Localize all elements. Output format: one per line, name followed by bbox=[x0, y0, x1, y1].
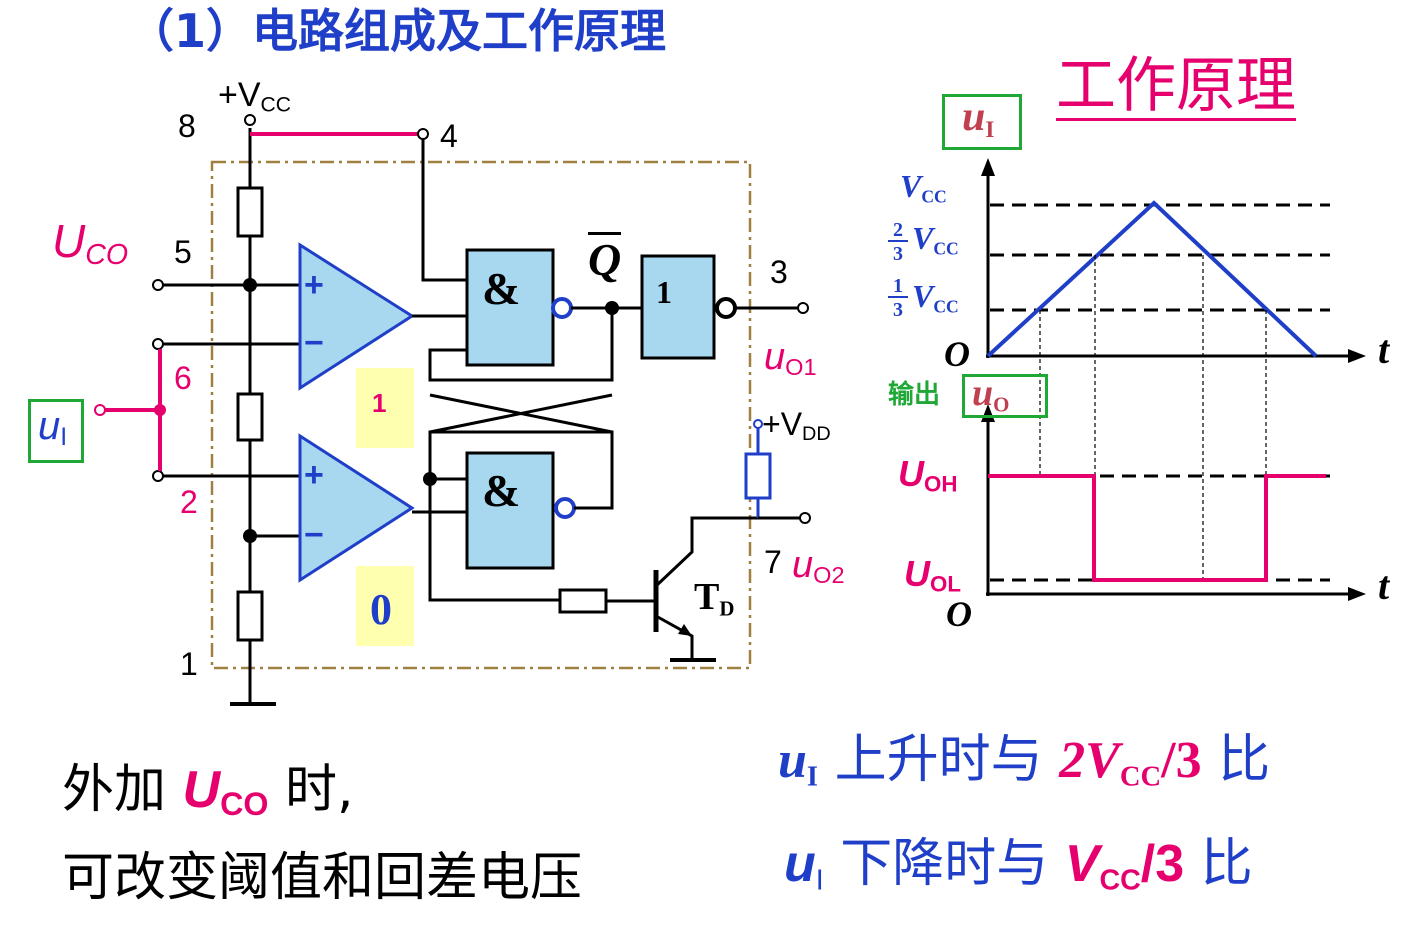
origin-upper: O bbox=[944, 334, 970, 374]
vcc-terminal bbox=[244, 114, 256, 126]
comp1-state-bg bbox=[356, 368, 414, 448]
node-nand2 bbox=[423, 472, 437, 486]
frac-denominator-three-b: 3 bbox=[893, 299, 903, 321]
emitter-arrow bbox=[678, 624, 692, 636]
transistor-emitter bbox=[655, 614, 694, 660]
ui-input-label: uI bbox=[38, 404, 68, 452]
ui-y-arrow bbox=[981, 158, 995, 176]
output-label: 输出 bbox=[888, 380, 941, 410]
uo-x-arrow bbox=[1348, 587, 1366, 601]
base-resistor bbox=[558, 588, 608, 614]
frac-numerator-two: 2 bbox=[888, 220, 908, 242]
chip-boundary bbox=[210, 160, 752, 670]
comparator-2 bbox=[298, 433, 415, 583]
inverter-bubble bbox=[715, 297, 737, 319]
pin2-terminal bbox=[152, 470, 164, 482]
nand-gate-2 bbox=[465, 451, 555, 570]
uo1-label: uO1 bbox=[764, 336, 817, 380]
comp2-state-bg bbox=[356, 566, 414, 646]
comp2-minus-sign: − bbox=[304, 516, 324, 554]
pin4-terminal bbox=[417, 128, 429, 140]
nand1-symbol: & bbox=[482, 263, 521, 314]
pin8-label: 8 bbox=[178, 108, 196, 144]
pin6-label: 6 bbox=[174, 360, 192, 396]
transistor-collector bbox=[654, 516, 758, 588]
page-title: （1）电路组成及工作原理 bbox=[128, 4, 667, 58]
comp1-state: 1 bbox=[372, 388, 387, 418]
note-line-2: 可改变阈值和回差电压 bbox=[62, 848, 583, 908]
waveform-uo-box bbox=[962, 374, 1048, 418]
pin4-label: 4 bbox=[440, 118, 458, 154]
ui-input-box bbox=[28, 399, 84, 463]
comp2-plus-sign: + bbox=[304, 456, 324, 494]
nand-gate-1 bbox=[465, 248, 555, 367]
waveform-uo-label: uO bbox=[972, 372, 1010, 417]
node-lower bbox=[243, 529, 257, 543]
frac-vcc-a: VCC bbox=[912, 220, 959, 259]
rule-falling: uI 下降时与 VCC/3 比 bbox=[784, 834, 1253, 897]
nand-bubble-1 bbox=[551, 297, 573, 319]
pin3-label: 3 bbox=[770, 254, 788, 290]
t-axis-upper: t bbox=[1378, 327, 1390, 372]
inverter bbox=[640, 254, 716, 360]
pin5-terminal bbox=[152, 279, 164, 291]
ui-node bbox=[154, 404, 166, 416]
frac-denominator-three: 3 bbox=[893, 243, 903, 265]
ui-x-arrow bbox=[1348, 349, 1366, 363]
vdd-label: +VDD bbox=[762, 406, 831, 445]
pin5-label: 5 bbox=[174, 234, 192, 270]
pin1-label: 1 bbox=[180, 646, 198, 682]
cross-wire-b bbox=[428, 430, 614, 602]
pin7-label: 7 bbox=[764, 544, 782, 580]
comp2-state: 0 bbox=[370, 585, 392, 634]
waveform-ui-box bbox=[942, 94, 1022, 150]
uoh-label: UOH bbox=[898, 453, 958, 497]
node-pin5 bbox=[243, 278, 257, 292]
pullup-resistor bbox=[744, 452, 772, 500]
inverter-symbol: 1 bbox=[656, 274, 672, 310]
comp1-minus-sign: − bbox=[304, 324, 324, 362]
note-line-1: 外加 UCO 时, bbox=[62, 760, 354, 823]
pin3-terminal bbox=[797, 302, 809, 314]
resistor-bottom bbox=[236, 590, 264, 642]
origin-lower: O bbox=[946, 594, 972, 634]
cross-wire-a bbox=[428, 308, 614, 382]
pin2-label: 2 bbox=[180, 484, 198, 520]
uco-label: UCO bbox=[52, 215, 129, 272]
cross-x bbox=[429, 393, 613, 434]
uo-square-wave bbox=[988, 474, 1326, 582]
comp1-plus-sign: + bbox=[304, 266, 324, 304]
waveform-title: 工作原理 bbox=[1056, 53, 1296, 121]
nand-bubble-2 bbox=[554, 497, 576, 519]
tick-vcc: VCC bbox=[900, 168, 947, 207]
qbar-label: Q bbox=[588, 232, 622, 285]
waveform-ui-label: uI bbox=[962, 94, 995, 142]
frac-numerator-one: 1 bbox=[888, 276, 908, 298]
ui-input-terminal bbox=[94, 404, 106, 416]
uo2-label: uO2 bbox=[792, 544, 845, 588]
pin7-terminal bbox=[799, 512, 811, 524]
resistor-mid bbox=[236, 392, 264, 442]
rule-rising: uI 上升时与 2VCC/3 比 bbox=[778, 730, 1271, 793]
ui-triangle-wave bbox=[986, 200, 1318, 358]
resistor-top bbox=[236, 186, 264, 238]
nand2-symbol: & bbox=[482, 465, 521, 516]
comparator-1 bbox=[298, 242, 415, 391]
t-axis-lower: t bbox=[1378, 563, 1390, 608]
pin6-terminal bbox=[152, 338, 164, 350]
vdd-terminal bbox=[753, 419, 763, 429]
td-label: TD bbox=[694, 576, 735, 621]
vcc-label: +VCC bbox=[218, 76, 291, 117]
uol-label: UOL bbox=[904, 553, 961, 597]
pin4-wire bbox=[421, 139, 467, 282]
frac-vcc-b: VCC bbox=[912, 278, 959, 317]
